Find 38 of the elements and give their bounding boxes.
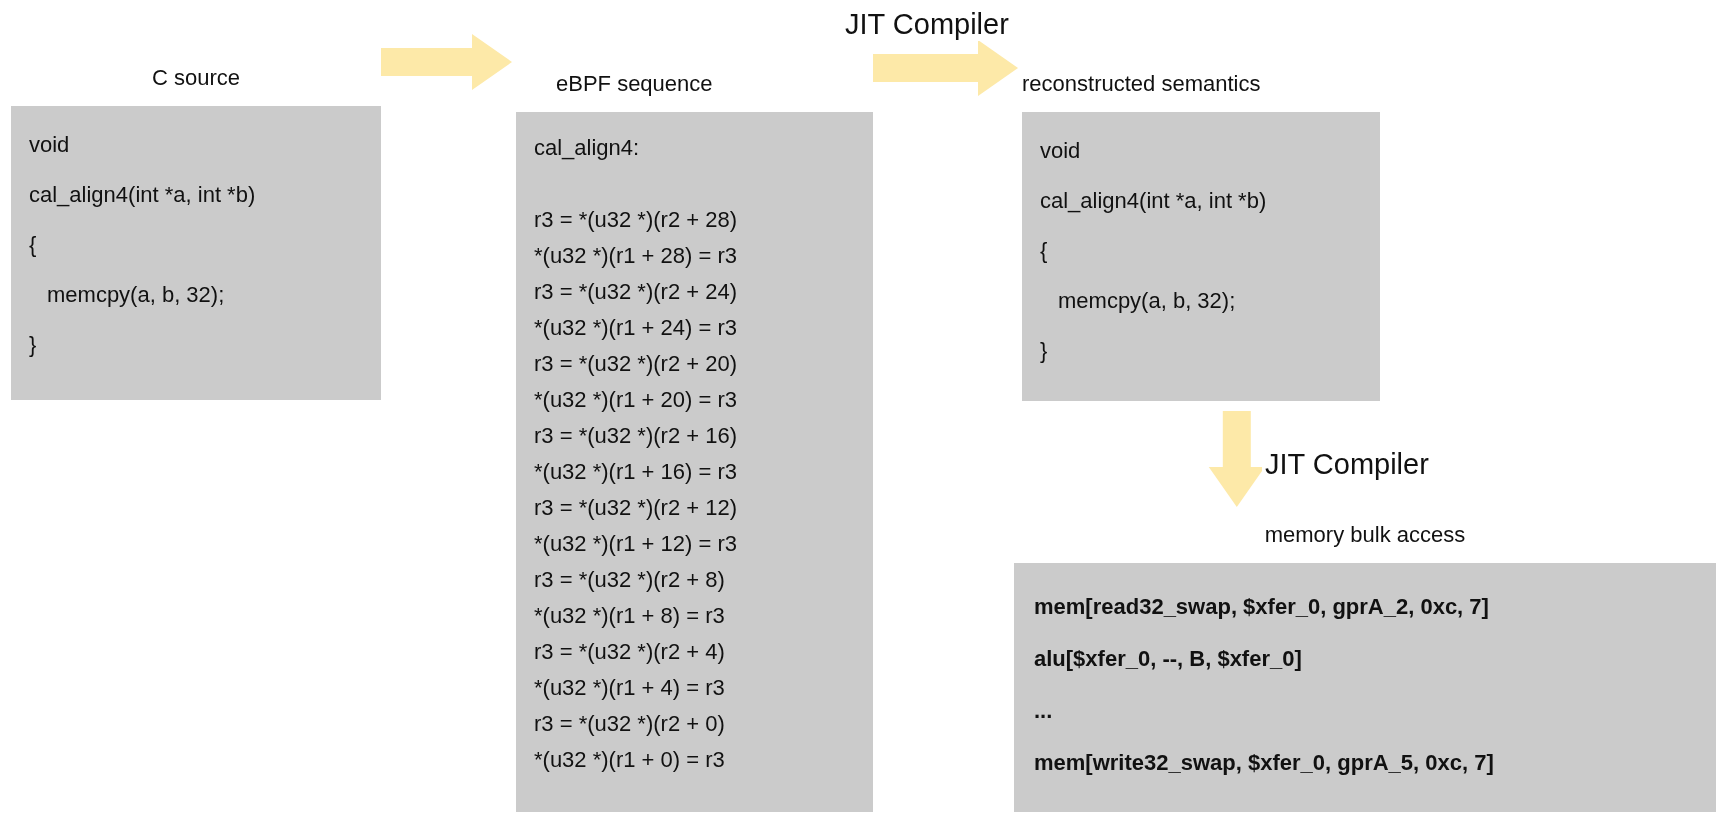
code-line: r3 = *(u32 *)(r2 + 28)	[534, 206, 738, 234]
code-line: *(u32 *)(r1 + 4) = r3	[534, 674, 726, 702]
code-line: r3 = *(u32 *)(r2 + 24)	[534, 278, 738, 306]
code-line: *(u32 *)(r1 + 20) = r3	[534, 386, 738, 414]
code-line: r3 = *(u32 *)(r2 + 4)	[534, 638, 726, 666]
code-line: {	[29, 231, 38, 259]
code-line: mem[write32_swap, $xfer_0, gprA_5, 0xc, 7]	[1034, 749, 1495, 777]
column-heading: C source	[150, 64, 241, 92]
code-line: alu[$xfer_0, --, B, $xfer_0]	[1034, 645, 1303, 673]
code-line: mem[read32_swap, $xfer_0, gprA_2, 0xc, 7]	[1034, 593, 1490, 621]
column-heading: reconstructed semantics	[1022, 70, 1262, 98]
block-arrow	[1208, 411, 1265, 507]
code-line: r3 = *(u32 *)(r2 + 0)	[534, 710, 726, 738]
code-line: }	[1040, 337, 1049, 365]
code-line: *(u32 *)(r1 + 28) = r3	[534, 242, 738, 270]
code-line: r3 = *(u32 *)(r2 + 12)	[534, 494, 738, 522]
code-line: memcpy(a, b, 32);	[46, 281, 226, 309]
block-arrow	[381, 34, 512, 90]
code-line: ...	[1034, 697, 1054, 725]
code-line: *(u32 *)(r1 + 12) = r3	[534, 530, 738, 558]
code-line: cal_align4(int *a, int *b)	[1040, 187, 1268, 215]
code-line: {	[1040, 237, 1049, 265]
code-line: *(u32 *)(r1 + 16) = r3	[534, 458, 738, 486]
column-heading: memory bulk access	[1263, 521, 1467, 549]
column-heading: eBPF sequence	[555, 70, 714, 98]
code-line: r3 = *(u32 *)(r2 + 16)	[534, 422, 738, 450]
code-line: void	[29, 131, 71, 159]
code-line: *(u32 *)(r1 + 0) = r3	[534, 746, 726, 774]
code-line: *(u32 *)(r1 + 8) = r3	[534, 602, 726, 630]
code-line: *(u32 *)(r1 + 24) = r3	[534, 314, 738, 342]
code-line: memcpy(a, b, 32);	[1057, 287, 1237, 315]
block-arrow	[873, 40, 1018, 96]
code-line: cal_align4(int *a, int *b)	[29, 181, 257, 209]
code-line: r3 = *(u32 *)(r2 + 8)	[534, 566, 726, 594]
code-line: cal_align4:	[534, 134, 641, 162]
code-line: }	[29, 331, 38, 359]
code-line: void	[1040, 137, 1082, 165]
code-line: r3 = *(u32 *)(r2 + 20)	[534, 350, 738, 378]
